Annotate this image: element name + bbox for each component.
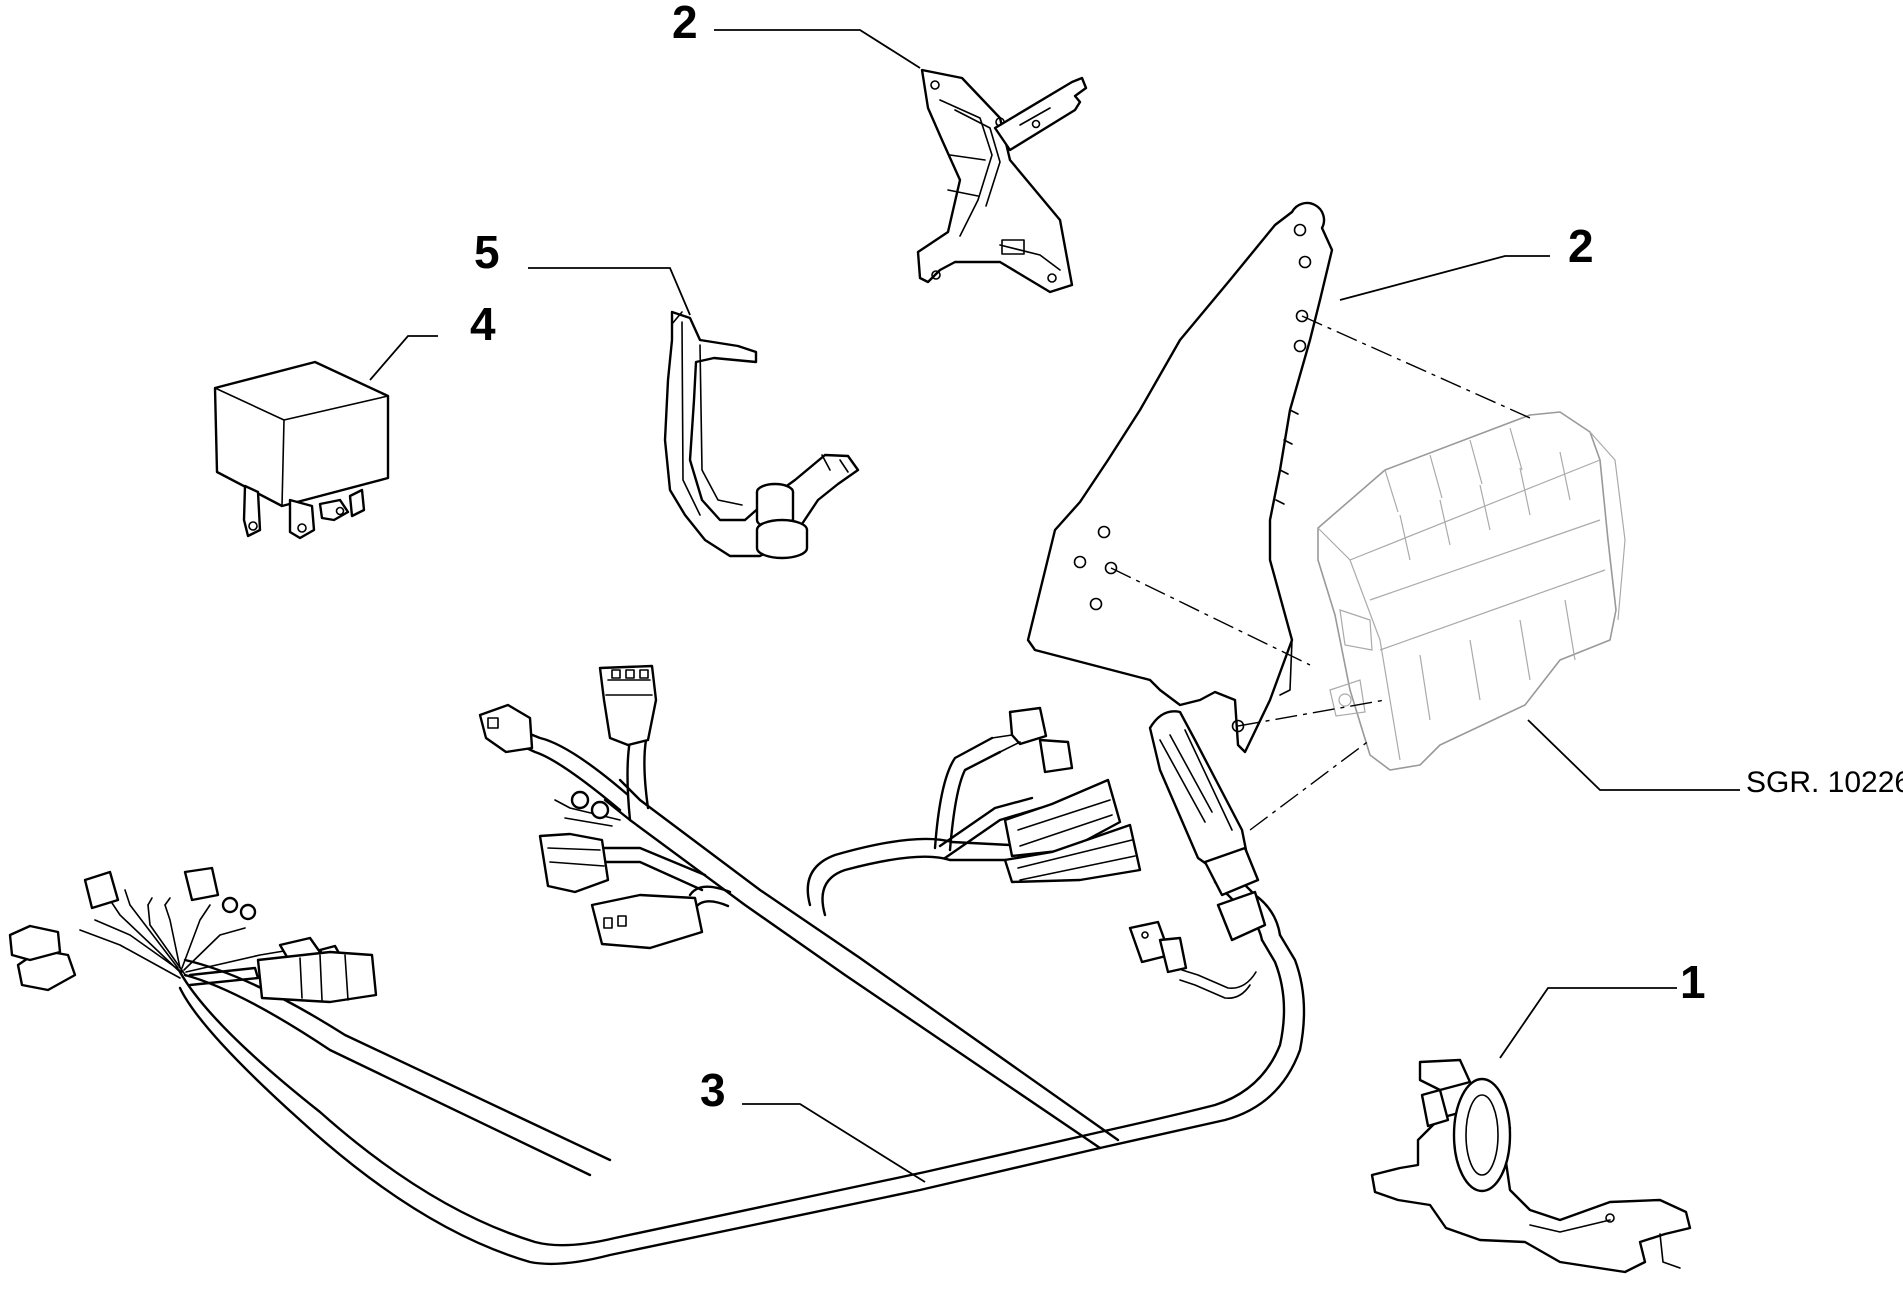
leader-lines — [369, 29, 1740, 1183]
clamp-bracket — [1370, 1058, 1692, 1274]
relay — [213, 360, 390, 540]
callout-4: 4 — [470, 298, 496, 350]
callout-5: 5 — [474, 226, 500, 278]
callout-2-top: 2 — [672, 0, 698, 48]
electronic-control-unit — [1317, 411, 1626, 771]
reference-code: SGR. 10226 — [1746, 766, 1903, 799]
callout-3: 3 — [700, 1064, 726, 1116]
sensor-bracket — [663, 310, 860, 560]
wiring-harness — [8, 664, 1306, 1266]
top-mounting-bracket — [916, 68, 1088, 294]
large-mounting-plate — [1026, 201, 1334, 754]
alignment-lines — [1110, 315, 1531, 831]
callout-2-right: 2 — [1568, 220, 1594, 272]
callout-1: 1 — [1680, 956, 1706, 1008]
